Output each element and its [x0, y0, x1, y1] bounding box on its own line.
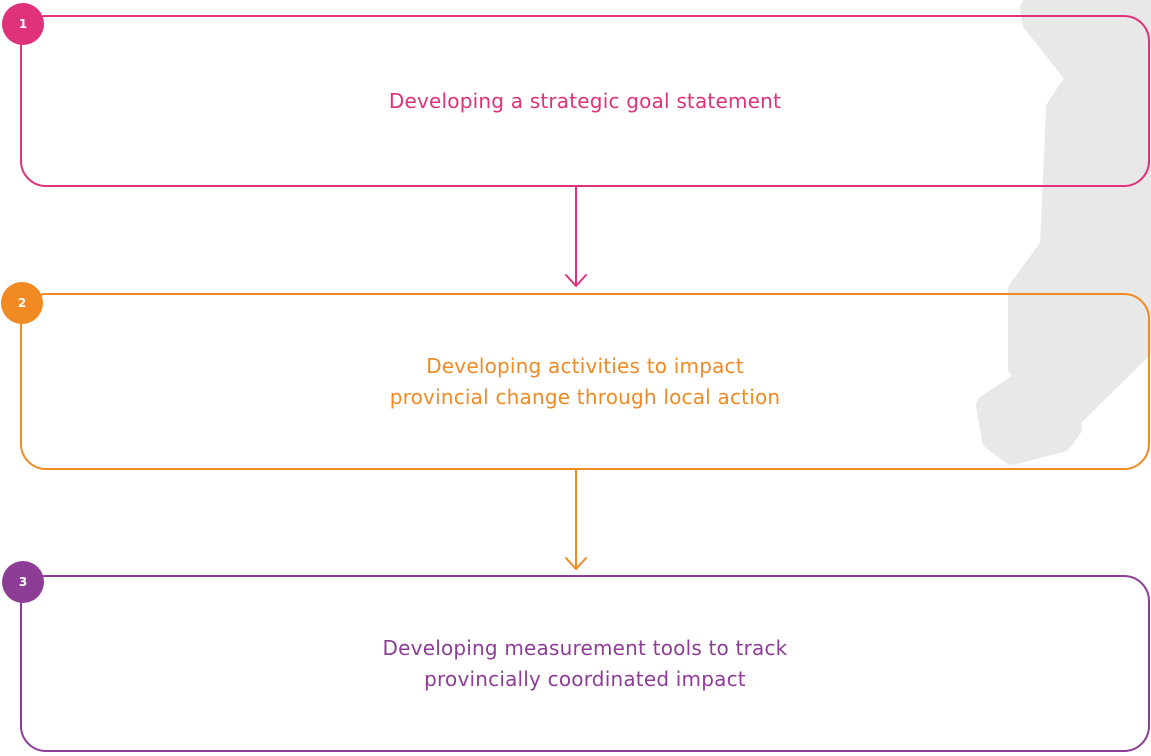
- step-2-text: Developing activities to impact provinci…: [390, 351, 781, 413]
- step-3-text: Developing measurement tools to track pr…: [383, 633, 788, 695]
- step-3-line-1: Developing measurement tools to track: [382, 635, 788, 660]
- step-1-number-badge: 1: [2, 3, 44, 45]
- step-3-box: Developing measurement tools to track pr…: [20, 575, 1150, 752]
- step-2-line-1: Developing activities to impact: [426, 353, 744, 378]
- arrow-down-icon: [565, 470, 587, 570]
- step-1-line-1: Developing a strategic goal statement: [388, 88, 782, 113]
- step-2-line-2: provincial change through local action: [389, 384, 781, 409]
- step-1-box: Developing a strategic goal statement: [20, 15, 1150, 187]
- step-2-box: Developing activities to impact provinci…: [20, 293, 1150, 470]
- step-3-line-2: provincially coordinated impact: [424, 666, 746, 691]
- step-2-number-badge: 2: [1, 282, 43, 324]
- arrow-down-icon: [565, 187, 587, 287]
- step-1-text: Developing a strategic goal statement: [389, 86, 781, 117]
- step-3-number-badge: 3: [2, 561, 44, 603]
